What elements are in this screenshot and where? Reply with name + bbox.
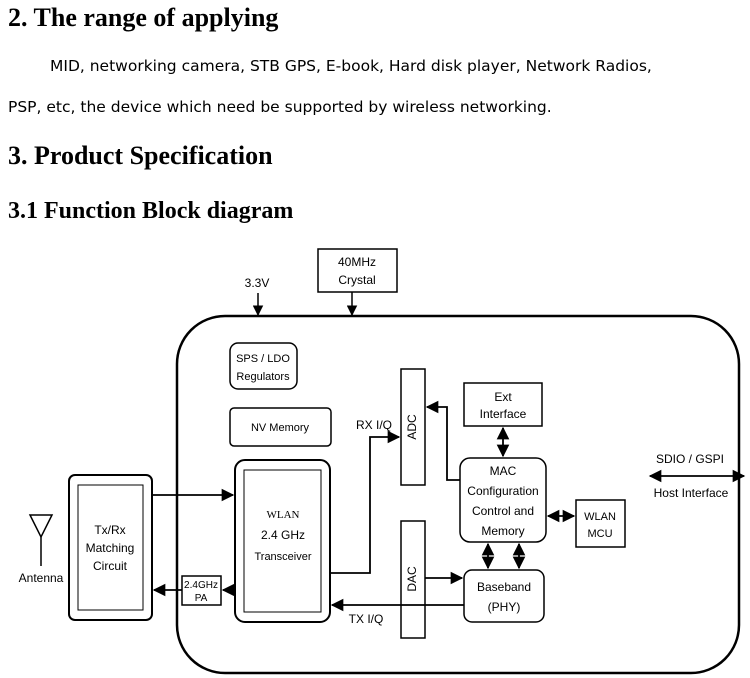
section-3-heading: 3. Product Specification	[8, 141, 273, 170]
mac-label-2: Configuration	[467, 484, 538, 498]
matching-label-3: Circuit	[93, 559, 128, 573]
nv-memory-block: NV Memory	[229, 407, 332, 447]
crystal-label-1: 40MHz	[338, 255, 376, 269]
crystal-block: 40MHz Crystal	[317, 248, 398, 293]
matching-circuit-block: Tx/Rx Matching Circuit	[68, 474, 153, 621]
regulators-block: SPS / LDO Regulators	[229, 342, 298, 390]
baseband-label-1: Baseband	[477, 580, 531, 594]
rx-iq-arrow	[330, 430, 401, 574]
baseband-label-2: (PHY)	[488, 600, 521, 614]
wlan-mcu-label-1: WLAN	[584, 511, 616, 523]
nv-memory-label: NV Memory	[251, 422, 310, 434]
pa-label-2: PA	[195, 593, 208, 604]
regulators-label-1: SPS / LDO	[236, 353, 290, 365]
crystal-label-2: Crystal	[338, 273, 375, 287]
mac-label-4: Memory	[481, 524, 524, 538]
transceiver-label-3: Transceiver	[254, 551, 311, 563]
wlan-mcu-block: WLAN MCU	[575, 499, 626, 548]
mac-label-1: MAC	[490, 464, 517, 478]
baseband-block: Baseband (PHY)	[463, 569, 545, 623]
matching-label-1: Tx/Rx	[94, 523, 125, 537]
section-2-heading: 2. The range of applying	[8, 3, 279, 32]
matching-label-2: Matching	[86, 541, 135, 555]
rx-iq-label: RX I/Q	[356, 418, 392, 432]
mac-block: MAC Configuration Control and Memory	[459, 457, 547, 543]
tx-iq-label: TX I/Q	[349, 612, 384, 626]
adc-block: ADC	[400, 368, 426, 486]
transceiver-block: WLAN 2.4 GHz Transceiver	[234, 459, 331, 623]
ext-interface-block: Ext Interface	[463, 382, 543, 427]
section-3-1-heading: 3.1 Function Block diagram	[8, 198, 294, 224]
regulators-label-2: Regulators	[236, 371, 290, 383]
antenna-label: Antenna	[19, 571, 64, 585]
applications-line-2: PSP, etc, the device which need be suppo…	[8, 98, 552, 116]
pa-block: 2.4GHz PA	[181, 575, 222, 606]
adc-to-mac-arrow	[425, 400, 460, 481]
host-interface-label: Host Interface	[654, 486, 729, 500]
antenna-icon	[28, 514, 54, 566]
applications-line-1: MID, networking camera, STB GPS, E-book,…	[50, 57, 652, 75]
sdio-label: SDIO / GSPI	[656, 452, 724, 466]
dac-block: DAC	[400, 520, 426, 639]
wlan-mcu-label-2: MCU	[587, 528, 612, 540]
transceiver-label-1: WLAN	[267, 509, 300, 521]
ext-label-1: Ext	[494, 390, 512, 404]
pa-label-1: 2.4GHz	[184, 580, 218, 591]
ext-label-2: Interface	[480, 407, 527, 421]
power-label: 3.3V	[245, 276, 270, 290]
transceiver-label-2: 2.4 GHz	[261, 528, 305, 542]
adc-label: ADC	[405, 414, 419, 440]
dac-label: DAC	[405, 566, 419, 592]
mac-label-3: Control and	[472, 504, 534, 518]
